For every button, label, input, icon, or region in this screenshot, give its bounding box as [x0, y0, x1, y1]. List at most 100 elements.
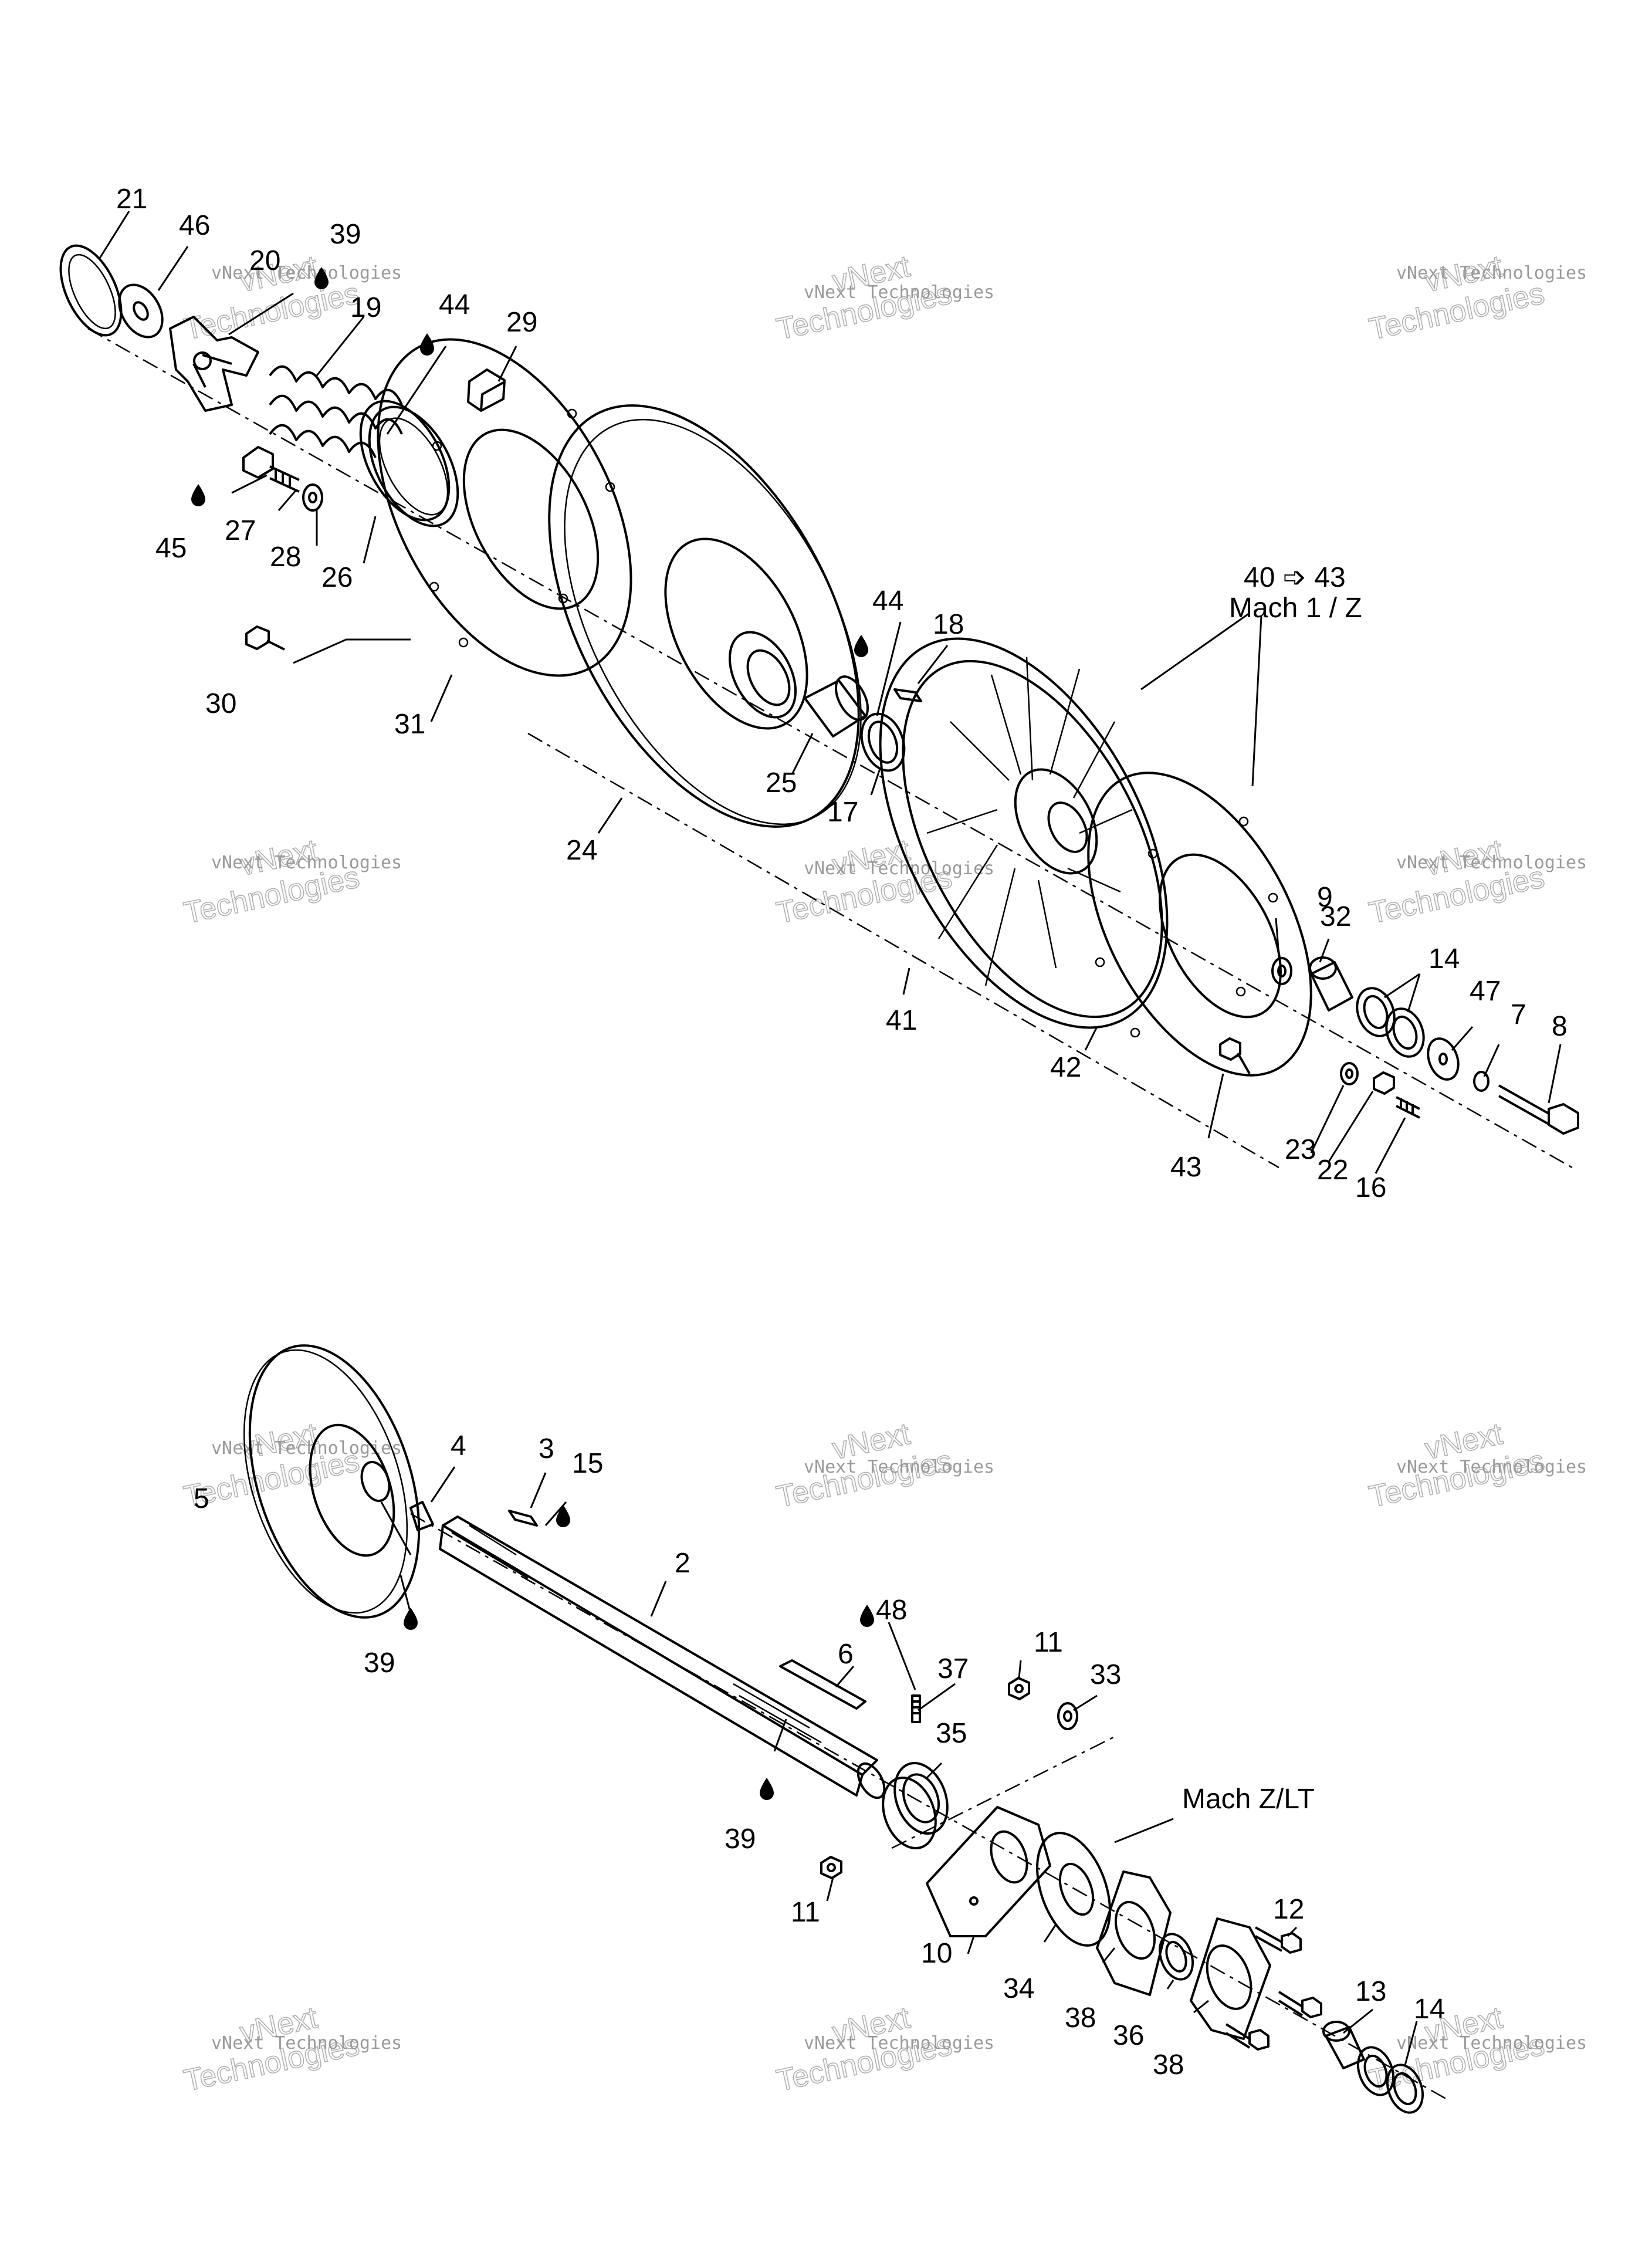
- callout-10: 10: [921, 1938, 952, 1969]
- part-22-nut: [1373, 1071, 1395, 1095]
- part-26-ring: [359, 400, 459, 527]
- part-36-bearing: [1158, 1933, 1194, 1981]
- part-38-flange: [1190, 1917, 1271, 2040]
- watermark-small: vNext Technologies: [1396, 2033, 1587, 2054]
- callout-11b: 11: [791, 1897, 820, 1928]
- part-12-bolts: [1225, 1926, 1322, 2051]
- oil-drop-icon: [556, 1505, 570, 1527]
- watermark-small: vNext Technologies: [804, 2033, 994, 2054]
- group-note-range: 40 ➩ 43: [1244, 562, 1346, 593]
- callout-3: 3: [539, 1433, 554, 1464]
- oil-drop-icon: [854, 635, 868, 657]
- callout-28: 28: [270, 542, 301, 573]
- callout-11: 11: [1034, 1627, 1063, 1658]
- callout-16: 16: [1355, 1172, 1386, 1203]
- callout-43: 43: [1170, 1152, 1201, 1183]
- callout-5: 5: [194, 1483, 209, 1514]
- top-assembly: 21 46 20 39 19 44 29 45 27 28 26 30 31 2…: [59, 184, 1579, 1203]
- callout-29: 29: [506, 307, 537, 338]
- callout-8: 8: [1552, 1011, 1568, 1042]
- part-46-washer: [118, 283, 164, 339]
- callout-24: 24: [566, 835, 597, 866]
- axis-line: [527, 732, 1279, 1169]
- part-11-nut: [1008, 1677, 1030, 1700]
- part-42-cover: [1087, 772, 1312, 1077]
- part-18-key: [893, 688, 922, 702]
- part-8-bolt: [1498, 1084, 1579, 1135]
- watermark-small: vNext Technologies: [804, 1457, 994, 1477]
- callout-7: 7: [1511, 999, 1526, 1030]
- group-note-model-2: Mach Z/LT: [1182, 1784, 1315, 1815]
- part-31-plate: [377, 338, 632, 677]
- part-4-bushing: [409, 1501, 434, 1531]
- oil-drop-icon: [420, 333, 434, 356]
- axis-line: [410, 1513, 1450, 2102]
- callout-25: 25: [766, 767, 797, 799]
- oil-drop-icon: [314, 267, 329, 289]
- watermark-small: vNext Technologies: [1396, 263, 1587, 283]
- part-29-clip: [467, 368, 506, 412]
- part-47-washer: [1427, 1037, 1460, 1081]
- part-13-spacer: [1322, 2021, 1365, 2069]
- watermark-small: vNext Technologies: [211, 1438, 402, 1459]
- part-33-washer: [1057, 1702, 1078, 1730]
- group-note-model: Mach 1 / Z: [1229, 593, 1362, 624]
- callout-38b: 38: [1153, 2049, 1184, 2081]
- callout-19: 19: [350, 292, 381, 323]
- callout-21: 21: [116, 184, 147, 215]
- callout-38: 38: [1065, 2002, 1096, 2034]
- callout-14: 14: [1428, 943, 1460, 975]
- watermark-small: vNext Technologies: [211, 853, 402, 873]
- oil-drop-icon: [760, 1778, 774, 1800]
- callout-27: 27: [225, 515, 256, 546]
- part-34-plate: [1036, 1832, 1111, 1947]
- watermark-small: vNext Technologies: [211, 263, 402, 283]
- callout-48: 48: [876, 1595, 907, 1626]
- axis-line: [87, 327, 1573, 1169]
- part-43-screw: [1219, 1037, 1251, 1074]
- callout-2: 2: [675, 1548, 690, 1579]
- part-41-fan-sheave: [879, 637, 1169, 1029]
- part-10-plate: [926, 1806, 1051, 1937]
- callout-45: 45: [155, 533, 187, 564]
- callout-26: 26: [321, 562, 353, 593]
- part-28-washer: [302, 483, 323, 512]
- callout-22: 22: [1317, 1155, 1348, 1186]
- callout-39: 39: [364, 1648, 395, 1679]
- part-30-screw: [245, 625, 285, 651]
- callout-23: 23: [1285, 1134, 1316, 1165]
- part-2-shaft: [439, 1515, 886, 1799]
- watermark-layer: vNext Technologies vNext Technologies vN…: [181, 249, 1587, 2099]
- callout-6: 6: [838, 1639, 854, 1670]
- part-17-ring: [860, 712, 906, 772]
- callout-44b: 44: [872, 586, 903, 617]
- callout-34: 34: [1003, 1973, 1034, 2004]
- callout-39b: 39: [725, 1824, 756, 1855]
- part-9-washer: [1271, 957, 1292, 985]
- callout-9: 9: [1317, 882, 1333, 913]
- part-25-bushing: [804, 675, 869, 738]
- callout-13: 13: [1355, 1976, 1386, 2007]
- callout-33: 33: [1090, 1659, 1121, 1690]
- callout-14b: 14: [1414, 1994, 1445, 2025]
- callout-46: 46: [179, 210, 210, 241]
- part-14-bearings-bottom: [1357, 2046, 1424, 2114]
- part-19-spring: [269, 365, 403, 458]
- bottom-assembly: 5 4 3 15 39 2 48 6 37 11 33 35 39 11 10 …: [194, 1344, 1450, 2114]
- watermark-small: vNext Technologies: [211, 2033, 402, 2054]
- callout-18: 18: [933, 609, 964, 640]
- part-38-flange-plate: [1096, 1870, 1172, 1996]
- watermark-small: vNext Technologies: [1396, 853, 1587, 873]
- callout-42: 42: [1050, 1052, 1081, 1083]
- part-14-bearings: [1356, 987, 1425, 1058]
- callout-44: 44: [439, 289, 470, 320]
- callout-12: 12: [1273, 1894, 1304, 1925]
- callout-30: 30: [205, 688, 236, 719]
- watermark: vNext Technologies: [1366, 833, 1548, 931]
- callout-41: 41: [886, 1005, 917, 1036]
- watermark: vNext Technologies: [181, 833, 363, 931]
- part-20-spider: [169, 316, 259, 412]
- oil-drop-icon: [860, 1605, 874, 1627]
- callout-35: 35: [936, 1718, 967, 1749]
